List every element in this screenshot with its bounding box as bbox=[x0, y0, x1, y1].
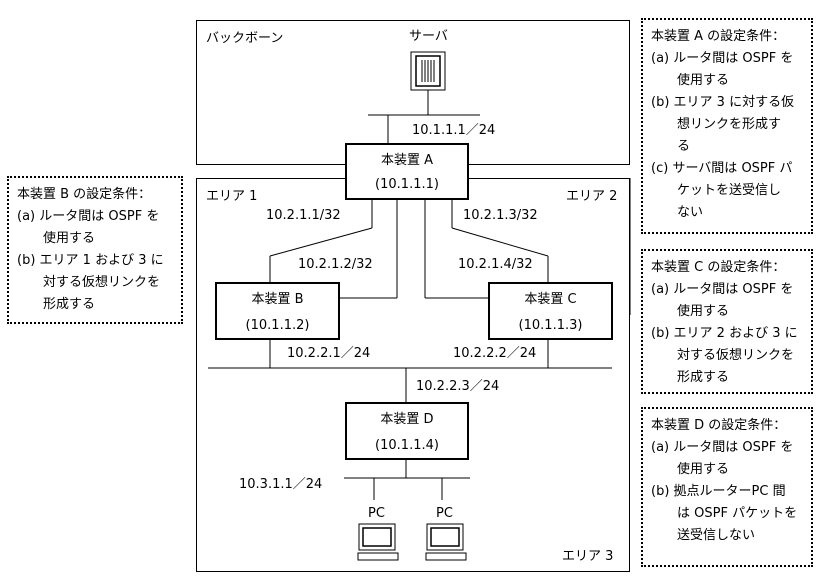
note-c-title: 本装置 C の設定条件： bbox=[651, 260, 786, 275]
device-b-name: 本装置 B bbox=[251, 292, 304, 307]
note-device-d: 本装置 D の設定条件： (a) ルータ間は OSPF を 使用する (b) 拠… bbox=[641, 407, 813, 567]
device-a-name: 本装置 A bbox=[380, 153, 434, 168]
area3-region bbox=[196, 315, 630, 572]
address-c-to-a: 10.2.1.4/32 bbox=[458, 257, 533, 272]
address-a-to-c: 10.2.1.3/32 bbox=[463, 208, 538, 223]
note-a-title: 本装置 A の設定条件： bbox=[651, 29, 786, 44]
note-device-c: 本装置 C の設定条件： (a) ルータ間は OSPF を 使用する (b) エ… bbox=[641, 249, 813, 394]
address-a-to-b: 10.2.1.1/32 bbox=[266, 208, 341, 223]
device-a-id: (10.1.1.1) bbox=[375, 177, 439, 192]
note-device-b: 本装置 B の設定条件： (a) ルータ間は OSPF を 使用する (b) エ… bbox=[7, 176, 183, 324]
server-label: サーバ bbox=[409, 29, 448, 44]
device-d-name: 本装置 D bbox=[380, 412, 434, 427]
address-a-backbone: 10.1.1.1／24 bbox=[412, 123, 496, 138]
device-b[interactable]: 本装置 B (10.1.1.2) bbox=[215, 282, 340, 340]
device-a[interactable]: 本装置 A (10.1.1.1) bbox=[345, 143, 469, 200]
backbone-label: バックボーン bbox=[206, 31, 284, 46]
server-icon bbox=[410, 51, 446, 91]
address-d-lan: 10.3.1.1／24 bbox=[239, 477, 323, 492]
address-b-to-a: 10.2.1.2/32 bbox=[298, 257, 373, 272]
note-device-a: 本装置 A の設定条件： (a) ルータ間は OSPF を 使用する (b) エ… bbox=[641, 18, 813, 234]
device-c-name: 本装置 C bbox=[524, 292, 577, 307]
area1-label: エリア 1 bbox=[206, 189, 258, 204]
device-d-id: (10.1.1.4) bbox=[375, 438, 439, 453]
pc-label-2: PC bbox=[436, 506, 453, 521]
address-d-up: 10.2.2.3／24 bbox=[416, 379, 500, 394]
pc-icon-1 bbox=[357, 523, 399, 561]
device-c-id: (10.1.1.3) bbox=[518, 318, 583, 333]
area2-label: エリア 2 bbox=[566, 189, 618, 204]
area3-label: エリア 3 bbox=[562, 549, 614, 564]
pc-icon-2 bbox=[425, 523, 467, 561]
device-c[interactable]: 本装置 C (10.1.1.3) bbox=[488, 282, 613, 340]
device-d[interactable]: 本装置 D (10.1.1.4) bbox=[345, 402, 469, 460]
area1-region bbox=[196, 178, 376, 318]
note-b-title: 本装置 B の設定条件： bbox=[17, 187, 152, 202]
pc-label-1: PC bbox=[368, 506, 385, 521]
device-b-id: (10.1.1.2) bbox=[245, 318, 310, 333]
address-c-lan: 10.2.2.2／24 bbox=[453, 346, 537, 361]
note-d-title: 本装置 D の設定条件： bbox=[651, 418, 787, 433]
address-b-lan: 10.2.2.1／24 bbox=[287, 346, 371, 361]
